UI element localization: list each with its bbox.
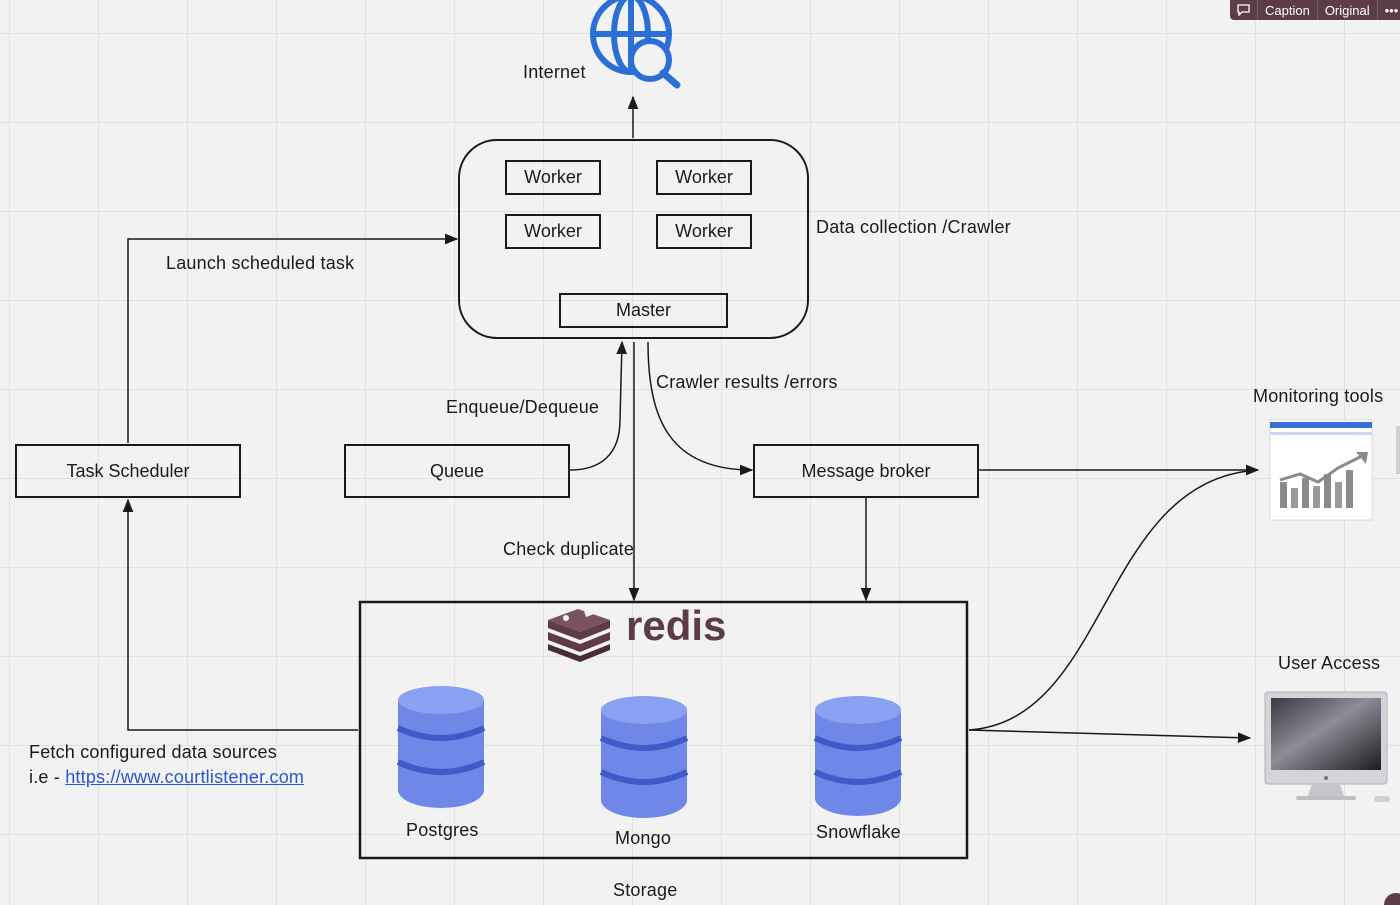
arrow-storage-monitoring xyxy=(968,469,1259,731)
viewer-toolbar: Caption Original ••• xyxy=(1230,0,1400,20)
worker-box[interactable]: Worker xyxy=(505,160,601,195)
task-scheduler-box[interactable]: Task Scheduler xyxy=(15,444,241,498)
fetch-sources-label: Fetch configured data sources xyxy=(29,742,277,762)
postgres-database-icon xyxy=(396,686,486,808)
mongo-label: Mongo xyxy=(615,828,672,848)
storage-label: Storage xyxy=(613,880,678,900)
fetch-sources-example: i.e - https://www.courtlistener.com xyxy=(29,767,304,788)
globe-search-icon xyxy=(590,0,681,89)
worker-box[interactable]: Worker xyxy=(505,214,601,249)
launch-task-label: Launch scheduled task xyxy=(166,253,355,273)
mongo-database-icon xyxy=(599,696,689,818)
redis-logo-icon xyxy=(548,609,610,662)
caption-button[interactable]: Caption xyxy=(1257,0,1317,20)
arrow-launch-task xyxy=(127,233,459,443)
arrow-fetch-sources xyxy=(122,498,358,731)
master-box[interactable]: Master xyxy=(559,293,728,328)
storage-container xyxy=(358,600,969,860)
message-broker-box[interactable]: Message broker xyxy=(753,444,979,498)
queue-box[interactable]: Queue xyxy=(344,444,570,498)
monitoring-label: Monitoring tools xyxy=(1253,386,1384,406)
postgres-label: Postgres xyxy=(406,820,479,840)
more-options-icon[interactable]: ••• xyxy=(1376,0,1400,20)
internet-label: Internet xyxy=(523,62,586,82)
desktop-computer-icon xyxy=(1264,691,1390,802)
crawler-container xyxy=(458,139,809,339)
crawler-results-label: Crawler results /errors xyxy=(656,372,838,392)
comment-icon[interactable] xyxy=(1230,0,1257,20)
arrow-storage-user xyxy=(968,729,1252,744)
fetch-prefix: i.e - xyxy=(29,767,66,787)
user-access-label: User Access xyxy=(1278,653,1381,673)
monitoring-chart-icon xyxy=(1269,419,1400,521)
worker-box[interactable]: Worker xyxy=(656,214,752,249)
snowflake-database-icon xyxy=(813,696,903,816)
courtlistener-link[interactable]: https://www.courtlistener.com xyxy=(65,767,305,787)
corner-widget-icon xyxy=(1384,893,1400,905)
arrow-queue-master xyxy=(569,340,628,471)
arrow-crawler-results xyxy=(647,341,754,476)
check-duplicate-label: Check duplicate xyxy=(503,539,635,559)
snowflake-label: Snowflake xyxy=(816,822,901,842)
worker-box[interactable]: Worker xyxy=(656,160,752,195)
crawler-label: Data collection /Crawler xyxy=(816,217,1011,237)
original-button[interactable]: Original xyxy=(1316,0,1377,20)
redis-wordmark: redis xyxy=(626,602,727,649)
enqueue-label: Enqueue/Dequeue xyxy=(446,397,600,417)
